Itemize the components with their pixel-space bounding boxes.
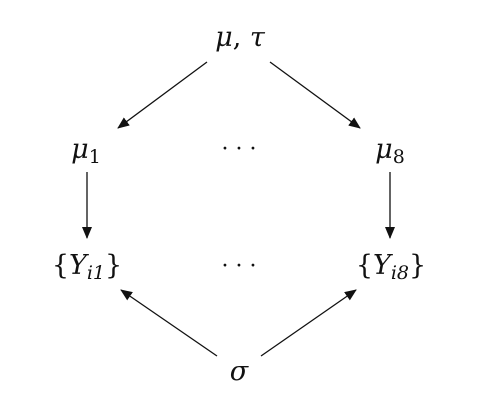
symbol-mu: μ	[71, 134, 89, 165]
symbol-mu: μ	[375, 134, 393, 165]
edge-top-to-mu1	[117, 61, 208, 129]
symbol-tau: τ	[250, 22, 266, 53]
brace-close: }	[105, 250, 122, 281]
brace-open: {	[52, 250, 69, 281]
edges	[82, 61, 395, 357]
subscript-1: 1	[89, 146, 101, 168]
brace-close: }	[409, 250, 426, 281]
edge-sigma-to-y-i8	[260, 289, 357, 357]
symbol-mu: μ	[215, 22, 233, 53]
separator-comma: ,	[233, 22, 250, 53]
node-mu-tau: μ, τ	[215, 22, 266, 53]
node-mu-1: μ1	[71, 134, 101, 168]
edge-top-to-mu8	[269, 61, 361, 129]
brace-open: {	[356, 250, 373, 281]
node-mid-ellipsis: · · ·	[222, 137, 257, 162]
symbol-y: Y	[373, 250, 393, 281]
node-y-i8: {Yi8}	[356, 250, 426, 284]
symbol-y: Y	[69, 250, 89, 281]
node-sigma: σ	[230, 356, 250, 387]
subscript-i8: i8	[391, 262, 409, 284]
symbol-sigma: σ	[230, 356, 250, 387]
subscript-i1: i1	[87, 262, 105, 284]
edge-sigma-to-y-i1	[120, 289, 218, 357]
node-mu-8: μ8	[375, 134, 405, 168]
node-bot-ellipsis: · · ·	[222, 254, 257, 279]
subscript-8: 8	[393, 146, 405, 168]
node-y-i1: {Yi1}	[52, 250, 122, 284]
